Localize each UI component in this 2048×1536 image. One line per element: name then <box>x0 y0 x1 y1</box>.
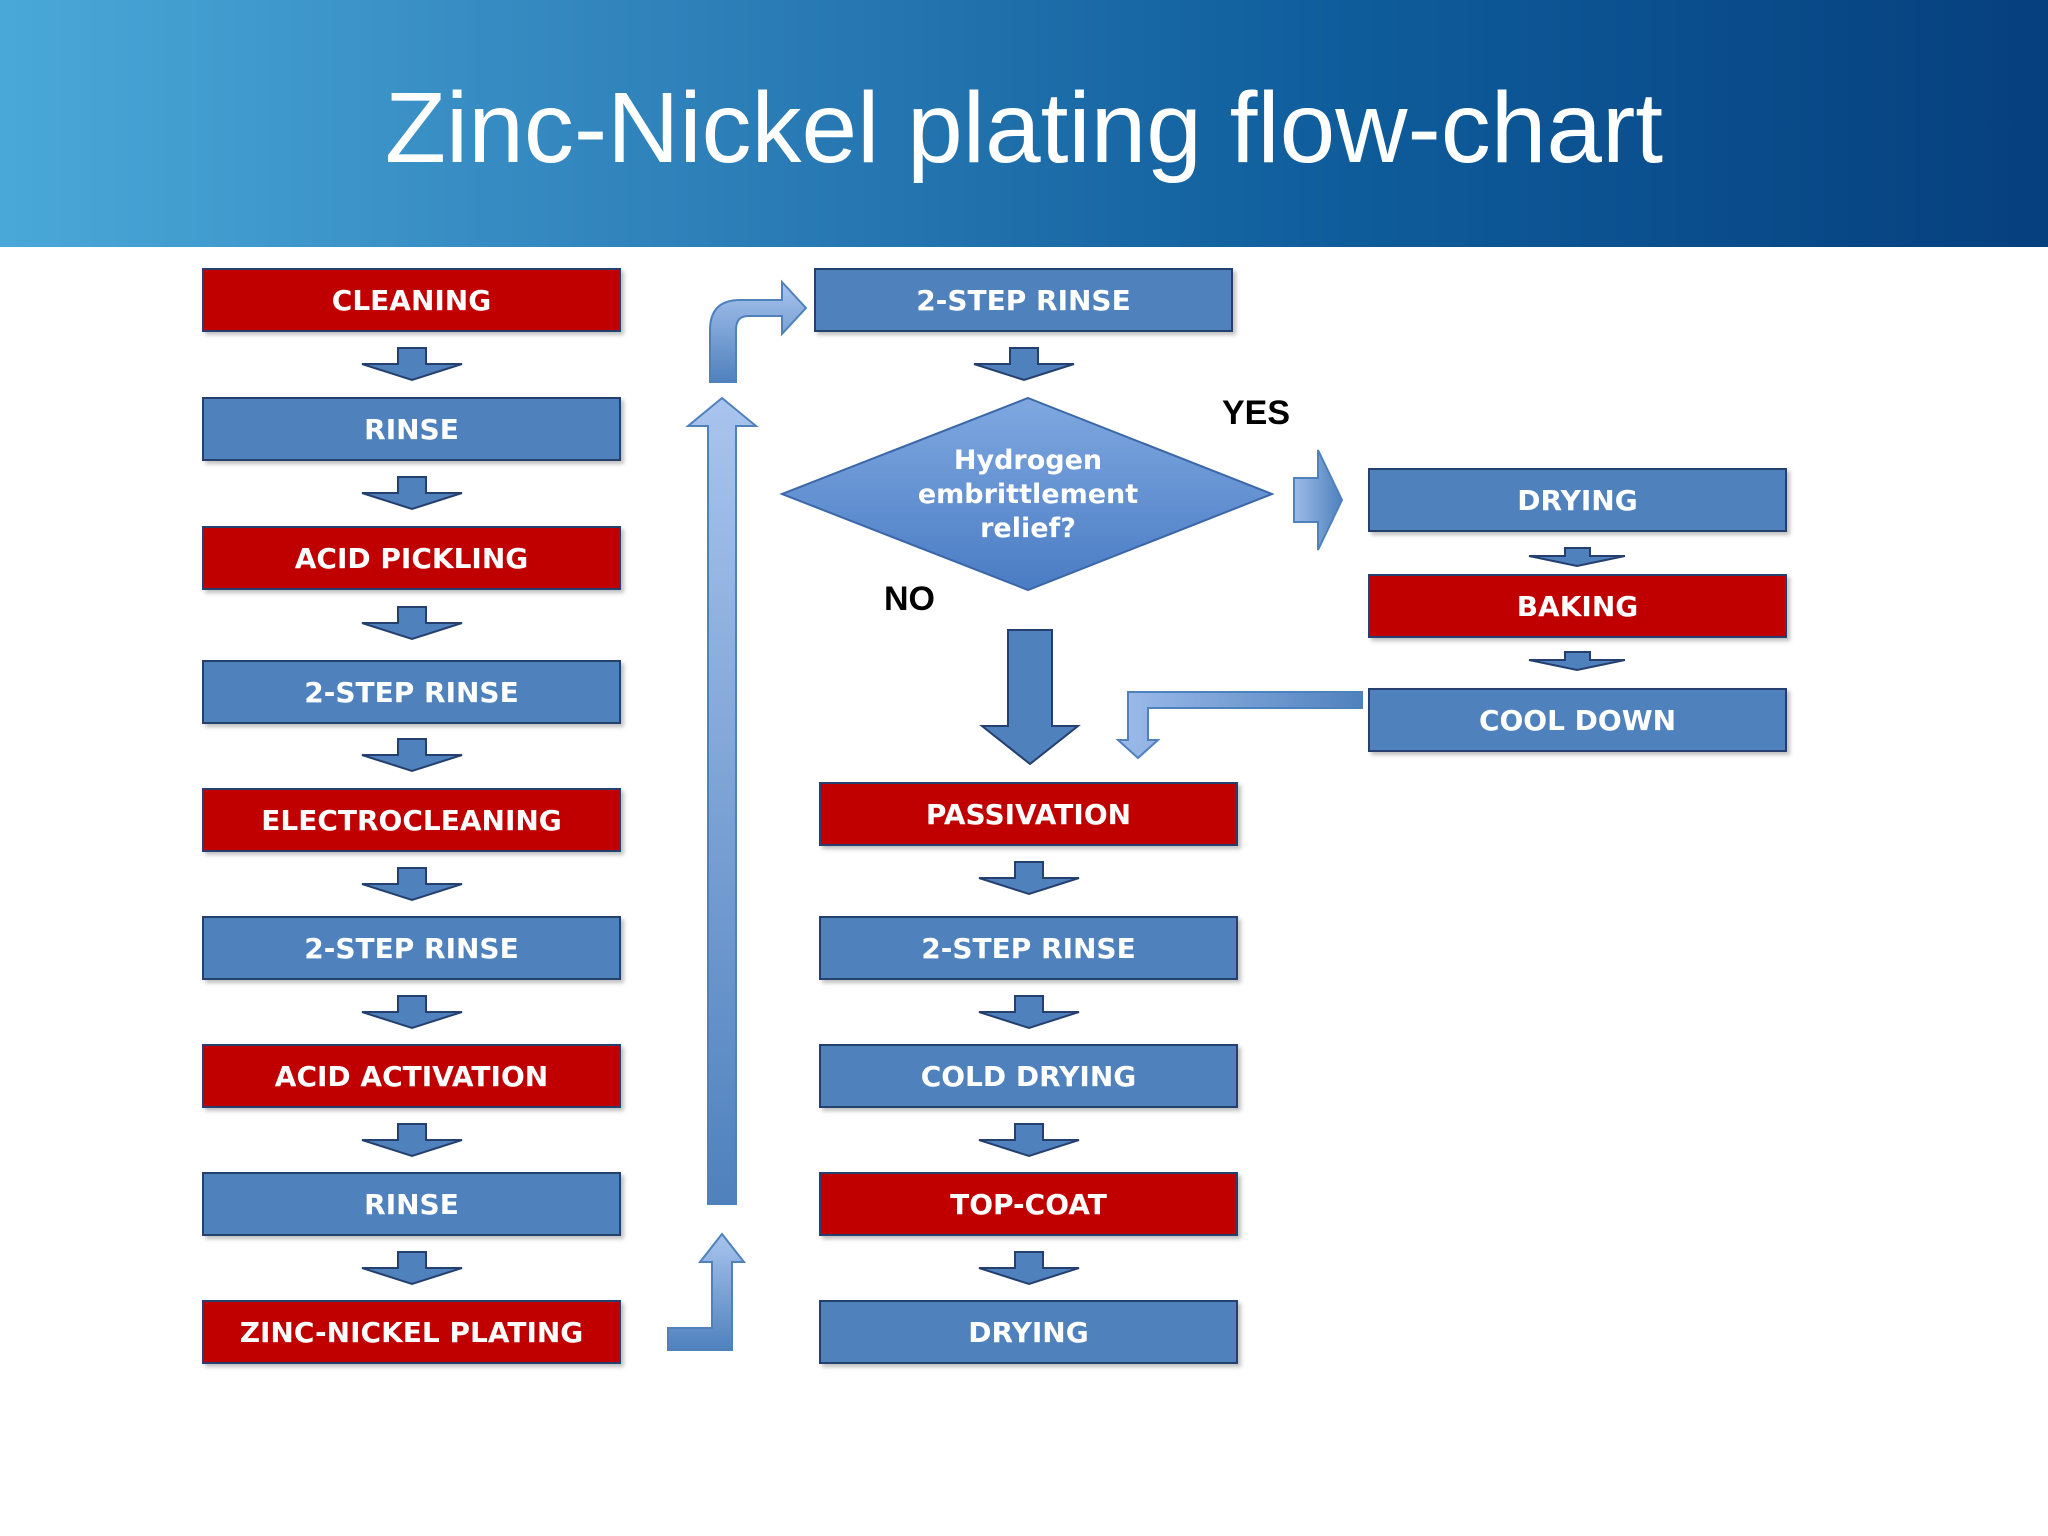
step-drying-final: DRYING <box>819 1300 1238 1364</box>
down-arrow-c1-4 <box>361 738 463 773</box>
down-arrow-c1-3 <box>361 606 463 641</box>
down-arrow-c1-7 <box>361 1123 463 1158</box>
step-cool-down: COOL DOWN <box>1368 688 1787 752</box>
down-arrow-c2-5 <box>978 1251 1080 1286</box>
step-acid-activation: ACID ACTIVATION <box>202 1044 621 1108</box>
cooldown-return-arrow-shape <box>1115 691 1363 760</box>
down-arrow-c2-4 <box>978 1123 1080 1158</box>
step-2-step-rinse-2: 2-STEP RINSE <box>202 916 621 980</box>
step-electrocleaning: ELECTROCLEANING <box>202 788 621 852</box>
no-label: NO <box>884 580 935 618</box>
step-acid-pickling: ACID PICKLING <box>202 526 621 590</box>
title-banner: Zinc-Nickel plating flow-chart <box>0 0 2048 247</box>
down-arrow-c3-1 <box>1528 547 1626 568</box>
step-zinc-nickel-plating: ZINC-NICKEL PLATING <box>202 1300 621 1364</box>
step-baking: BAKING <box>1368 574 1787 638</box>
decision-label: Hydrogen embrittlement relief? <box>878 444 1178 546</box>
down-arrow-c2-3 <box>978 995 1080 1030</box>
down-arrow-c1-6 <box>361 995 463 1030</box>
no-down-arrow <box>979 629 1081 766</box>
step-2-step-rinse-3: 2-STEP RINSE <box>819 916 1238 980</box>
step-rinse-2: RINSE <box>202 1172 621 1236</box>
down-arrow-c3-2 <box>1528 651 1626 672</box>
top-bent-arrow <box>709 279 808 383</box>
yes-right-arrow <box>1293 449 1344 551</box>
step-cleaning: CLEANING <box>202 268 621 332</box>
decision-diamond <box>779 396 1275 592</box>
decision-line-1: Hydrogen <box>953 445 1103 476</box>
step-2-step-rinse-top: 2-STEP RINSE <box>814 268 1233 332</box>
page-title: Zinc-Nickel plating flow-chart <box>384 72 1664 184</box>
down-arrow-c1-2 <box>361 476 463 511</box>
step-passivation: PASSIVATION <box>819 782 1238 846</box>
yes-label: YES <box>1222 394 1291 432</box>
step-2-step-rinse-1: 2-STEP RINSE <box>202 660 621 724</box>
tall-up-arrow <box>685 396 759 1205</box>
decision-line-2: embrittlement <box>917 479 1139 510</box>
step-rinse-1: RINSE <box>202 397 621 461</box>
down-arrow-c1-5 <box>361 867 463 902</box>
step-cold-drying: COLD DRYING <box>819 1044 1238 1108</box>
down-arrow-c1-1 <box>361 347 463 382</box>
down-arrow-c2-2 <box>978 861 1080 896</box>
down-arrow-c1-8 <box>361 1251 463 1286</box>
down-arrow-c2-1 <box>973 347 1075 382</box>
plating-bent-arrow <box>667 1232 747 1351</box>
step-drying-yes: DRYING <box>1368 468 1787 532</box>
step-top-coat: TOP-COAT <box>819 1172 1238 1236</box>
decision-line-3: relief? <box>980 513 1076 544</box>
